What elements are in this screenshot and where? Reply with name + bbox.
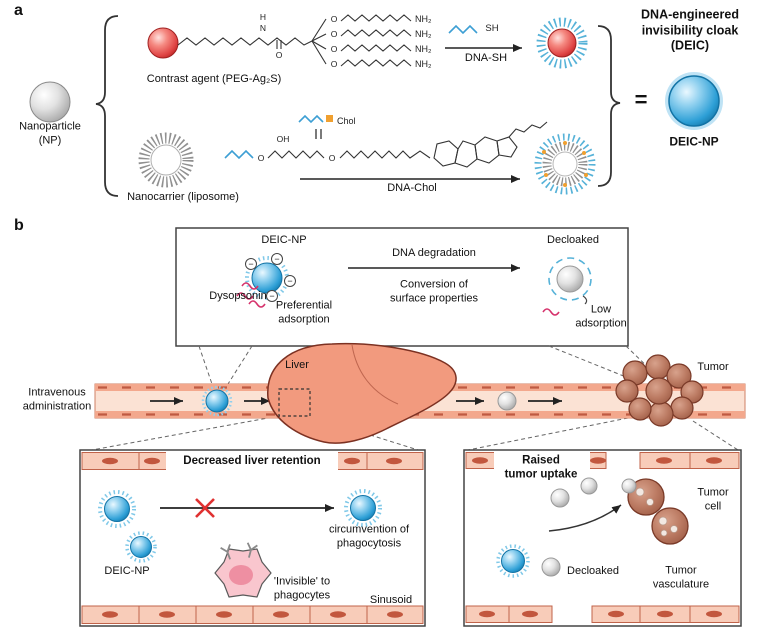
sinusoid-label: Sinusoid: [369, 594, 413, 607]
blocked-x-mark: [195, 498, 215, 518]
circulating-deic-np: [201, 385, 233, 417]
svg-text:O: O: [331, 44, 338, 54]
dna-chol-label: DNA-Chol: [387, 182, 437, 195]
nanoparticle-label: Nanoparticle (NP): [19, 120, 81, 146]
brace-left: [95, 15, 119, 197]
peg-atom-labels: H N O O O O O NH₂ NH₂ NH₂ NH₂: [260, 12, 432, 69]
sinusoid-wall-top: [81, 451, 424, 471]
dysopsonin-squiggles: [236, 282, 266, 308]
conversion-label: Conversion of surface properties: [389, 278, 479, 304]
tumorbox-decloaked-label: Decloaked: [567, 565, 619, 578]
invisible-label: 'Invisible' to phagocytes: [273, 575, 331, 601]
svg-text:−: −: [269, 291, 274, 301]
box-deic-np-label: DEIC-NP: [261, 234, 307, 247]
liverbox-deic-np-label: DEIC-NP: [104, 565, 150, 578]
tumor-inset-box: [463, 449, 742, 627]
tumor-cells: [621, 478, 689, 545]
panel-b-art: − − − −: [79, 227, 746, 627]
vacuoles: [635, 487, 678, 537]
cloaked-contrast-sphere: [536, 17, 588, 69]
liver-inset-box: [79, 449, 426, 627]
liver-shape: [267, 342, 457, 444]
liver-label: Liver: [285, 359, 309, 372]
circumvention-label: circumvention of phagocytosis: [328, 523, 410, 549]
dna-sh-zigzag: [448, 24, 478, 35]
dna-sh-label: DNA-SH: [464, 52, 508, 65]
deic-np-result: [665, 72, 723, 130]
sinusoid-wall-bottom: [81, 605, 424, 624]
liver: [267, 342, 457, 444]
receptor-y-icon: [220, 542, 258, 560]
svg-text:O: O: [331, 29, 338, 39]
svg-text:−: −: [248, 259, 253, 269]
low-adsorption-label: Low adsorption: [575, 303, 627, 329]
tumor-box-title: Raised tumor uptake: [504, 454, 578, 481]
np-entering-cell: [621, 478, 637, 494]
peg-linker-structure: [177, 14, 412, 67]
tumor-vessel-wall-bottom: [465, 605, 740, 623]
svg-text:N: N: [260, 23, 266, 33]
low-adsorption-squiggle: [542, 308, 560, 316]
svg-text:NH₂: NH₂: [415, 29, 432, 39]
tumor-cell-label: Tumor cell: [697, 486, 729, 512]
contrast-agent-row: H N O O O O O NH₂ NH₂ NH₂ NH₂ SH: [147, 12, 588, 69]
equals-sign: =: [634, 87, 648, 112]
circulating-decloaked-np: [497, 391, 517, 411]
preferential-adsorption-label: Preferential adsorption: [275, 299, 333, 325]
deic-np-label: DEIC-NP: [669, 134, 719, 149]
svg-text:NH₂: NH₂: [415, 14, 432, 24]
deic-np-sphere: [496, 544, 530, 578]
uptake-arrow: [548, 504, 622, 532]
dysopsonin-label: Dysopsonin: [209, 290, 267, 303]
liposome-row: Chol O OH O: [138, 114, 596, 195]
svg-text:O: O: [331, 59, 338, 69]
svg-text:O: O: [276, 50, 283, 60]
tumor-vessel-wall-top: [465, 451, 740, 485]
contrast-agent-sphere: [147, 27, 179, 59]
panel-a-art: H N O O O O O NH₂ NH₂ NH₂ NH₂ SH: [29, 12, 723, 197]
chol-atom-labels: O OH O: [258, 134, 336, 163]
contrast-agent-label: Contrast agent (PEG-Ag₂S): [146, 73, 282, 86]
nanocarrier-label: Nanocarrier (liposome): [127, 191, 239, 204]
sh-label: SH: [485, 23, 498, 34]
svg-text:NH₂: NH₂: [415, 59, 432, 69]
liver-zoom-rect: [278, 388, 311, 417]
nanoparticle-sphere: [29, 81, 71, 123]
svg-text:O: O: [329, 153, 336, 163]
deic-title: DNA-engineered invisibility cloak (DEIC): [641, 7, 739, 53]
charge-badges: − − − −: [245, 253, 296, 302]
decloaked-nps: [541, 477, 598, 577]
chol-tag: Chol: [298, 114, 356, 139]
cloaked-liposome: [534, 133, 596, 195]
panel-a-label: a: [14, 2, 23, 19]
tumor-cluster: [615, 354, 704, 427]
svg-text:−: −: [274, 254, 279, 264]
dna-chol-structure: [224, 121, 548, 168]
svg-text:H: H: [260, 12, 266, 22]
chol-anchor-dots: [542, 141, 588, 187]
svg-text:O: O: [331, 14, 338, 24]
liposome: [138, 132, 194, 188]
svg-text:OH: OH: [277, 134, 290, 144]
intravenous-label: Intravenous administration: [22, 386, 92, 412]
decloaked-np: [542, 257, 592, 316]
tumor-label: Tumor: [697, 361, 729, 374]
deic-np-cloaked: − − − −: [236, 253, 296, 308]
liver-box-title: Decreased liver retention: [183, 454, 321, 467]
deic-np-spheres: [98, 489, 382, 563]
svg-text:Chol: Chol: [337, 116, 356, 126]
dna-degradation-label: DNA degradation: [392, 247, 476, 260]
panel-b-label: b: [14, 217, 24, 234]
svg-text:−: −: [287, 276, 292, 286]
decloaked-label: Decloaked: [547, 234, 599, 247]
brace-right: [597, 25, 621, 187]
svg-text:NH₂: NH₂: [415, 44, 432, 54]
phagocyte-cell: [214, 542, 272, 598]
svg-text:O: O: [258, 153, 265, 163]
vasculature-label: Tumor vasculature: [652, 564, 710, 590]
